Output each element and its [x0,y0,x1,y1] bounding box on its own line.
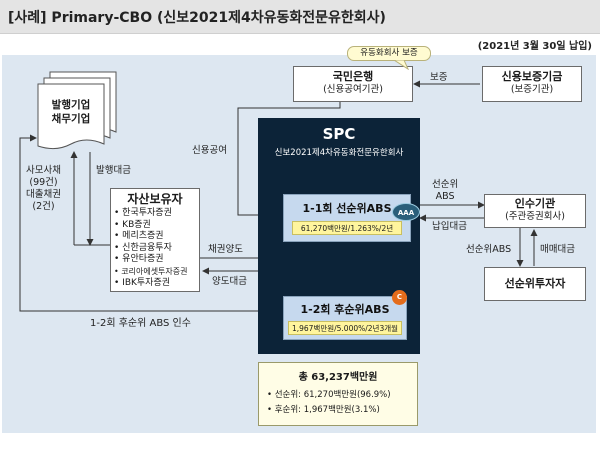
label-transfer-payment: 양도대금 [212,276,247,287]
senior-tranche-name: 1-1회 선순위ABS [302,202,392,215]
junior-tranche: 1-2회 후순위ABS 1,967백만원/5.000%/2년3개월 [283,296,407,340]
kookmin-sub: (신용공여기관) [323,84,383,96]
guarantor-title: 신용보증기금 [501,70,563,83]
underwriter-sub: (주관증권회사) [505,211,565,223]
guarantor-sub: (보증기관) [510,84,554,96]
underwriter-title: 인수기관 [514,197,556,210]
label-payment: 납입대금 [432,221,467,232]
junior-tranche-name: 1-2회 후순위ABS [300,303,390,316]
list-item: • 신한금융투자 [114,242,172,253]
label-guarantee: 보증 [430,72,448,83]
arrow-credit-line [237,102,341,219]
issue-date: (2021년 3월 30일 납입) [477,41,592,52]
kookmin-title: 국민은행 [332,70,374,83]
summary-senior: • 선순위: 61,270백만원(96.9%) [267,390,391,400]
list-item: • IBK투자증권 [114,277,171,288]
list-item: • 한국투자증권 [114,208,172,218]
label-junior-takeover: 1-2회 후순위 ABS 인수 [90,318,191,329]
list-item: • KB증권 [114,219,151,230]
issuer-documents: 발행기업 채무기업 [36,70,118,152]
page-title: [사례] Primary-CBO (신보2021제4차유동화전문유한회사) [8,10,386,26]
label-senior-abs-top: 선순위 ABS [432,179,459,202]
asset-holder-title: 자산보유자 [127,192,183,206]
spc-subtitle: 신보2021제4차유동화전문유한회사 [274,148,404,158]
rating-badge-aaa: AAA [392,203,420,221]
label-transfer: 채권양도 [208,244,243,255]
label-bonds: 사모사채 (99건) 대출채권 (2건) [26,165,61,212]
label-trade-payment: 매매대금 [540,244,575,255]
list-item: • 메리츠증권 [114,231,164,242]
label-credit-line: 신용공여 [192,145,227,156]
senior-investor-box: 선순위투자자 [484,267,586,301]
asset-holder-list: • 한국투자증권 • KB증권 • 메리츠증권 • 신한금융투자 • 유안타증권… [114,208,188,289]
underwriter-box: 인수기관 (주관증권회사) [484,194,586,228]
arrow-junior-takeover [19,134,282,312]
asset-holder-box: 자산보유자 [110,188,200,292]
rating-badge-c: C [392,290,407,305]
callout-tail [394,60,409,70]
spc-title: SPC [322,125,356,143]
junior-tranche-detail: 1,967백만원/5.000%/2년3개월 [288,321,402,335]
kookmin-bank-box: 국민은행 (신용공여기관) [293,66,413,102]
issuer-line1: 발행기업 [51,99,91,111]
list-item: • 유안타증권 [114,254,164,265]
list-item: • 코리아에셋투자증권 [114,266,188,276]
guarantor-box: 신용보증기금 (보증기관) [482,66,582,102]
senior-tranche-detail: 61,270백만원/1.263%/2년 [292,221,402,235]
senior-tranche: 1-1회 선순위ABS 61,270백만원/1.263%/2년 [283,194,411,242]
senior-investor-title: 선순위투자자 [504,277,566,290]
guarantee-callout: 유동화회사 보증 [347,46,431,61]
label-senior-abs-side: 선순위ABS [466,244,512,255]
summary-total: 총 63,237백만원 [298,372,378,383]
summary-box: 총 63,237백만원 • 선순위: 61,270백만원(96.9%) • 후순… [258,362,418,426]
document-stack-icon [37,71,117,150]
title-bar: [사례] Primary-CBO (신보2021제4차유동화전문유한회사) [0,0,600,34]
label-issue-loan: 발행대금 [96,165,131,176]
summary-junior: • 후순위: 1,967백만원(3.1%) [267,405,380,415]
issuer-line2: 채무기업 [51,113,91,125]
